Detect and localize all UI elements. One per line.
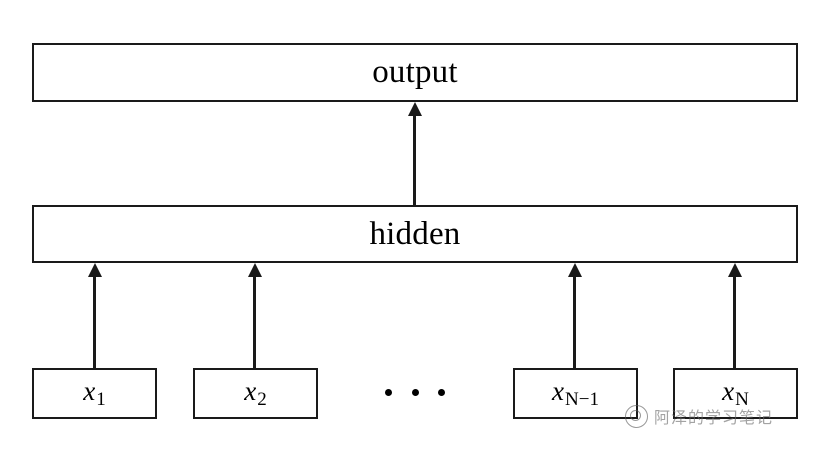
hidden-layer-box: hidden <box>32 205 798 263</box>
ellipsis-dot <box>385 388 392 396</box>
input-node-x2-subscript: 2 <box>257 389 267 411</box>
circle-logo-icon <box>625 404 648 428</box>
output-layer-box: output <box>32 43 798 102</box>
input-node-x2-base: x <box>244 375 257 406</box>
hidden-layer-label: hidden <box>369 215 461 252</box>
arrow-input-3-to-hidden <box>573 274 576 368</box>
input-node-x1-label: x1 <box>83 375 106 411</box>
input-node-x1-subscript: 1 <box>96 389 106 411</box>
input-node-x2-label: x2 <box>244 375 267 411</box>
input-node-x2: x2 <box>193 368 318 419</box>
watermark: 阿泽的学习笔记 <box>625 404 773 428</box>
input-node-xn: xN <box>673 368 798 419</box>
input-node-xn-minus-1-subscript: N−1 <box>565 389 599 411</box>
arrow-input-2-to-hidden <box>253 274 256 368</box>
input-node-x1: x1 <box>32 368 157 419</box>
input-node-xn-label: xN <box>722 375 749 411</box>
watermark-text: 阿泽的学习笔记 <box>654 408 774 427</box>
output-layer-label: output <box>372 54 458 90</box>
ellipsis-dot <box>438 388 445 396</box>
arrow-input-4-to-hidden <box>733 274 736 368</box>
input-ellipsis <box>385 377 445 407</box>
input-node-xn-minus-1: xN−1 <box>513 368 638 419</box>
input-node-xn-minus-1-label: xN−1 <box>552 375 599 411</box>
ellipsis-dot <box>411 388 419 396</box>
input-node-xn-subscript: N <box>735 389 749 411</box>
arrow-input-1-to-hidden <box>93 274 96 368</box>
input-node-x1-base: x <box>83 375 96 406</box>
input-node-xn-minus-1-base: x <box>552 375 565 406</box>
input-node-xn-base: x <box>722 375 735 406</box>
arrow-hidden-to-output <box>413 113 416 205</box>
